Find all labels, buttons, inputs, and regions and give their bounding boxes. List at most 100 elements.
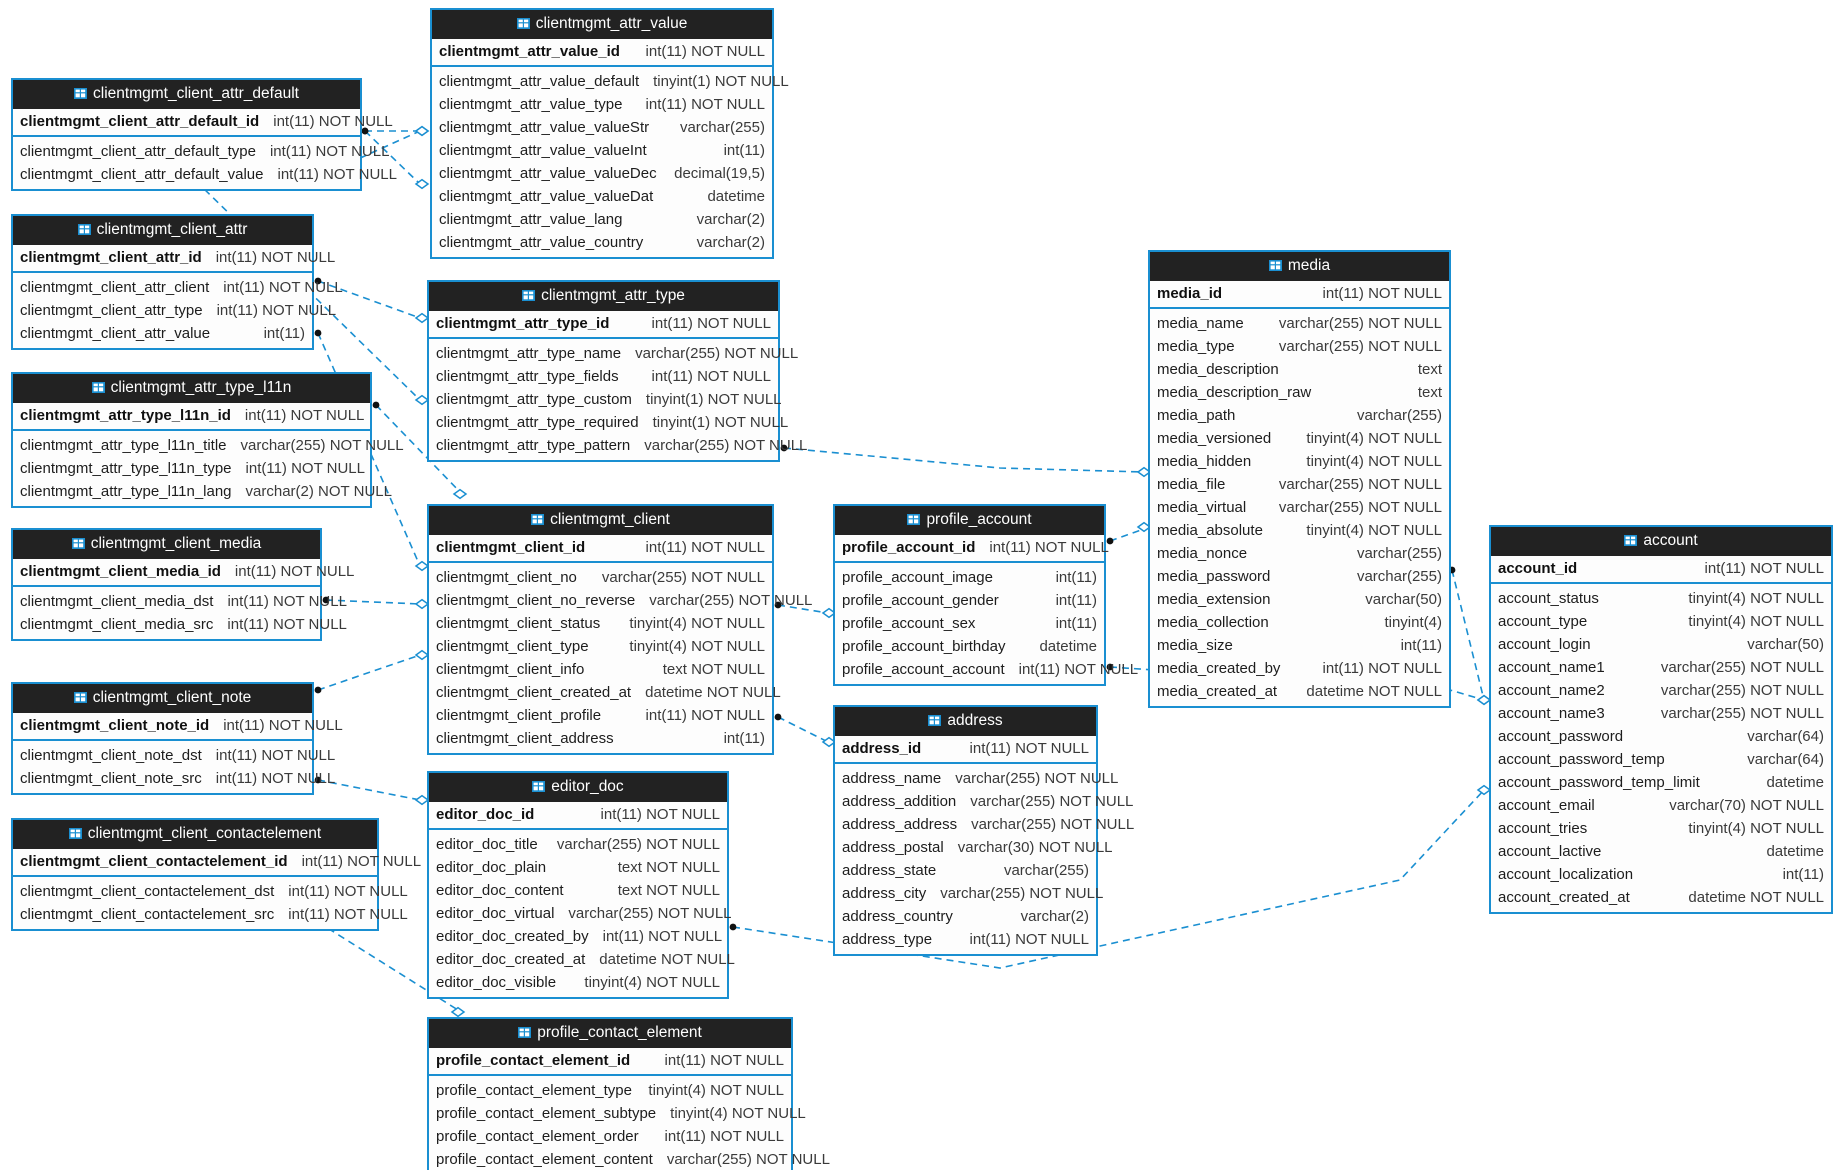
entity-header-media[interactable]: media (1150, 252, 1449, 281)
entity-header-editor_doc[interactable]: editor_doc (429, 773, 727, 802)
entity-clientmgmt_attr_type[interactable]: clientmgmt_attr_type clientmgmt_attr_type… (427, 280, 807, 462)
entity-header-clientmgmt_client_contactelement[interactable]: clientmgmt_client_contactelement (13, 820, 377, 849)
entity-header-clientmgmt_attr_type_l11n[interactable]: clientmgmt_attr_type_l11n (13, 374, 370, 403)
entity-header-clientmgmt_client_attr[interactable]: clientmgmt_client_attr (13, 216, 312, 245)
entity-header-clientmgmt_attr_type[interactable]: clientmgmt_attr_type (429, 282, 778, 311)
entity-header-address[interactable]: address (835, 707, 1096, 736)
entity-header-clientmgmt_attr_value[interactable]: clientmgmt_attr_value (432, 10, 772, 39)
entity-header-clientmgmt_client_attr_default[interactable]: clientmgmt_client_attr_default (13, 80, 360, 109)
entity-header-profile_account[interactable]: profile_account (835, 506, 1104, 535)
entity-header-clientmgmt_client[interactable]: clientmgmt_client (429, 506, 772, 535)
entity-header-profile_contact_element[interactable]: profile_contact_element (429, 1019, 791, 1048)
